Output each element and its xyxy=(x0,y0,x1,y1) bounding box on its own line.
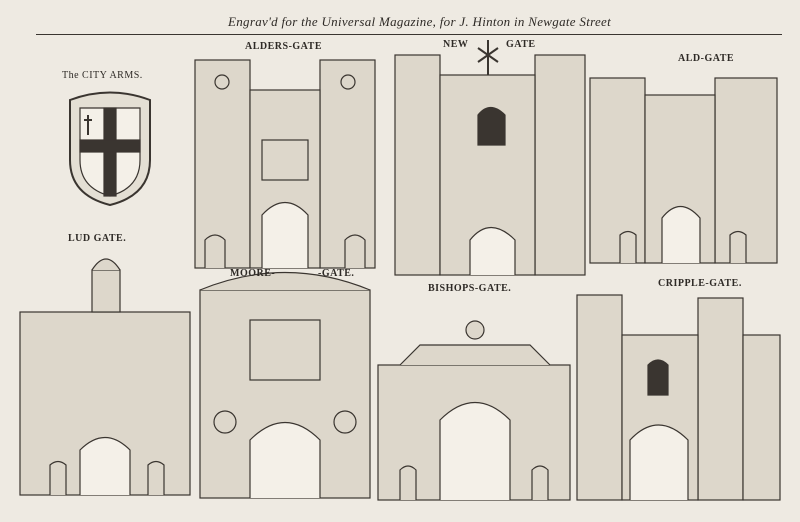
bishops-gate-label: BISHOPS-GATE. xyxy=(428,283,512,294)
bishops-gate-drawing xyxy=(377,320,571,501)
lud-gate-drawing xyxy=(19,258,191,496)
city-arms-shield xyxy=(69,91,151,207)
new-gate-label-part1: NEW xyxy=(443,39,469,50)
new-gate-label-part2: GATE xyxy=(506,39,536,50)
title-rule xyxy=(36,34,782,35)
moore-gate-drawing xyxy=(199,271,371,499)
moore-gate-label-part1: MOORE- xyxy=(230,268,276,279)
ald-gate-drawing xyxy=(589,77,778,264)
alders-gate-label: ALDERS-GATE xyxy=(245,41,322,52)
lud-gate-label: LUD GATE. xyxy=(68,233,127,244)
new-gate-drawing xyxy=(394,40,586,276)
cripple-gate-drawing xyxy=(576,294,781,501)
cripple-gate-label: CRIPPLE-GATE. xyxy=(658,278,742,289)
moore-gate-label-part2: -GATE. xyxy=(318,268,355,279)
alders-gate-drawing xyxy=(194,59,376,269)
engraving-title: Engrav'd for the Universal Magazine, for… xyxy=(228,14,612,29)
city-arms-label: The CITY ARMS. xyxy=(62,70,143,81)
ald-gate-label: ALD-GATE xyxy=(678,53,735,64)
